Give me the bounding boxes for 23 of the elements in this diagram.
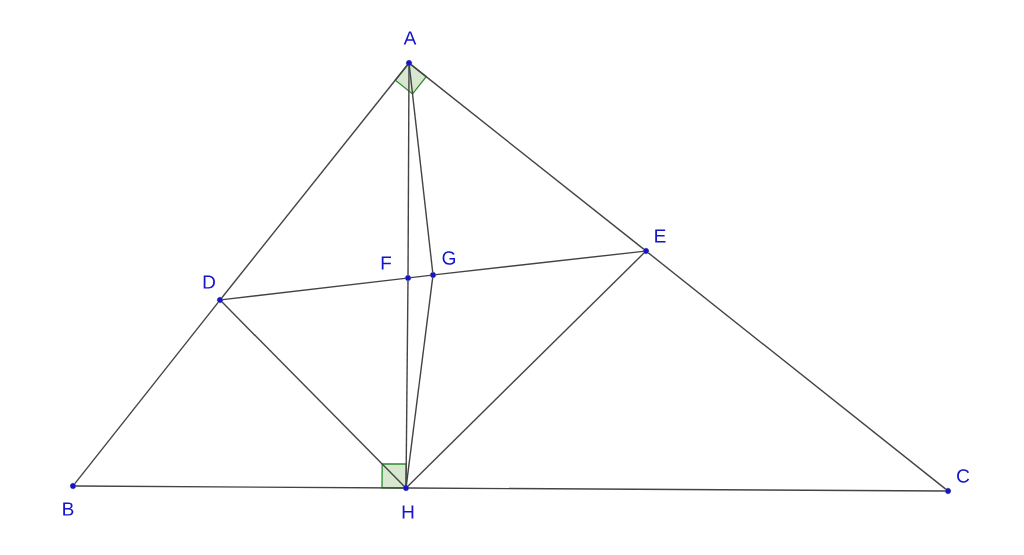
line-segment bbox=[408, 65, 434, 273]
line-segment bbox=[410, 64, 645, 250]
point-label: D bbox=[203, 275, 215, 289]
line-segment bbox=[222, 277, 406, 301]
point-label: C bbox=[957, 469, 970, 483]
line-segment bbox=[221, 301, 405, 487]
point-label: H bbox=[402, 505, 414, 519]
point-label: F bbox=[381, 256, 392, 270]
line-segment bbox=[74, 301, 219, 485]
line-segment bbox=[407, 252, 645, 487]
point-label: B bbox=[63, 502, 74, 516]
line-segment bbox=[435, 250, 644, 276]
line-segment bbox=[410, 274, 431, 279]
line-segment bbox=[75, 485, 404, 489]
line-segment bbox=[407, 65, 410, 276]
line-segment bbox=[408, 487, 946, 492]
line-segment bbox=[405, 280, 409, 486]
line-segment bbox=[647, 252, 947, 490]
point-label: A bbox=[403, 31, 417, 45]
point-label: E bbox=[655, 229, 666, 243]
line-segment bbox=[405, 277, 434, 486]
line-segment bbox=[221, 64, 408, 299]
point-label: G bbox=[442, 251, 455, 265]
